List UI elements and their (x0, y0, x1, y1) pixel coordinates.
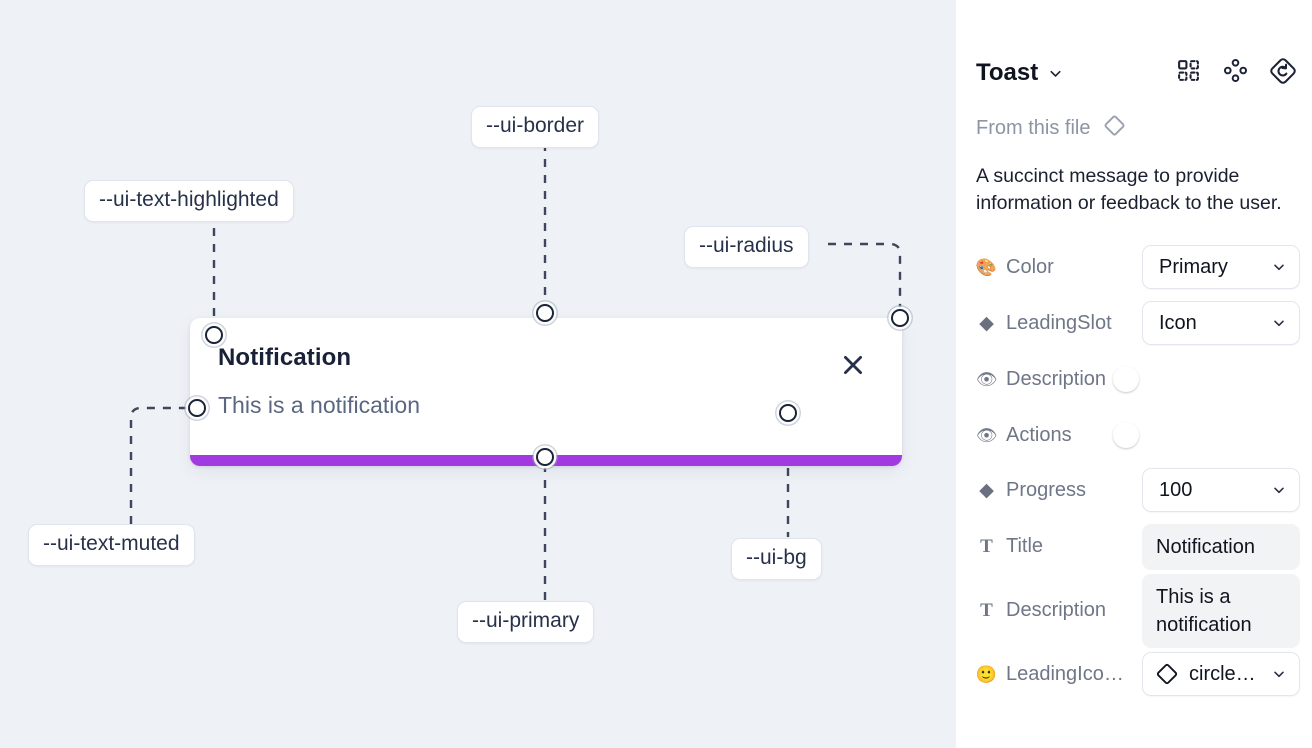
palette-emoji-icon: 🎨 (975, 258, 998, 277)
property-label-leading-icon: 🙂 LeadingIcon… (975, 663, 1126, 685)
anchor-dot-text-muted[interactable] (188, 399, 206, 417)
diamond-filled-icon: ◆ (979, 313, 994, 334)
diamond-outline-icon (1102, 113, 1127, 143)
chevron-down-icon[interactable] (1047, 65, 1064, 82)
property-label-progress: ◆ Progress (976, 479, 1086, 502)
reset-diamond-icon[interactable] (1270, 57, 1296, 89)
token-pill-text-muted[interactable]: --ui-text-muted (28, 524, 195, 566)
toggle-knob (1113, 422, 1139, 448)
property-label-description-text: T Description (976, 599, 1106, 622)
diamond-filled-icon: ◆ (979, 480, 994, 501)
component-grid-icon[interactable] (1176, 58, 1201, 88)
close-x-icon[interactable] (840, 352, 866, 378)
property-label-description-toggle: 👁 Description (975, 368, 1107, 390)
property-label-color: 🎨 Color (975, 256, 1054, 278)
property-label-leading-slot: ◆ LeadingSlot (976, 312, 1111, 335)
color-select[interactable]: Primary (1142, 245, 1300, 289)
diamond-outline-icon (1155, 662, 1179, 686)
token-pill-primary[interactable]: --ui-primary (457, 601, 595, 643)
toast-title: Notification (218, 344, 352, 371)
title-input[interactable]: Notification (1142, 524, 1300, 570)
toast-description: This is a notification (218, 392, 420, 418)
panel-header: Toast (956, 50, 1312, 96)
anchor-dot-text-highlighted[interactable] (205, 326, 223, 344)
token-pill-border[interactable]: --ui-border (471, 106, 600, 148)
chevron-down-icon (1271, 666, 1287, 682)
properties-panel: Toast (956, 0, 1312, 748)
property-label-title: T Title (976, 535, 1043, 558)
token-pill-bg[interactable]: --ui-bg (731, 538, 822, 580)
design-canvas[interactable]: Notification This is a notification --ui… (0, 0, 956, 748)
chevron-down-icon (1271, 315, 1287, 331)
eye-emoji-icon: 👁 (975, 370, 998, 389)
from-this-file-row[interactable]: From this file (976, 113, 1127, 143)
description-input[interactable]: This is a notification (1142, 574, 1300, 648)
page-title: Toast (976, 59, 1039, 86)
chevron-down-icon (1271, 482, 1287, 498)
variants-diamond-dots-icon[interactable] (1223, 58, 1248, 88)
leading-icon-select[interactable]: circle… (1142, 652, 1300, 696)
anchor-dot-bg[interactable] (779, 404, 797, 422)
token-pill-text-highlighted[interactable]: --ui-text-highlighted (84, 180, 294, 222)
chevron-down-icon (1271, 259, 1287, 275)
from-this-file-label: From this file (976, 116, 1091, 139)
anchor-dot-border[interactable] (536, 304, 554, 322)
eye-emoji-icon: 👁 (975, 426, 998, 445)
token-pill-radius[interactable]: --ui-radius (684, 226, 809, 268)
text-type-icon: T (980, 536, 993, 557)
leading-slot-select[interactable]: Icon (1142, 301, 1300, 345)
header-icon-group (1176, 57, 1296, 89)
smiley-emoji-icon: 🙂 (975, 665, 998, 684)
toast-component-preview[interactable]: Notification This is a notification (190, 318, 902, 466)
progress-select[interactable]: 100 (1142, 468, 1300, 512)
anchor-dot-primary[interactable] (536, 448, 554, 466)
anchor-dot-radius[interactable] (891, 309, 909, 327)
component-description: A succinct message to provide informatio… (976, 165, 1282, 214)
text-type-icon: T (980, 600, 993, 621)
property-label-actions-toggle: 👁 Actions (975, 424, 1072, 446)
toggle-knob (1113, 366, 1139, 392)
